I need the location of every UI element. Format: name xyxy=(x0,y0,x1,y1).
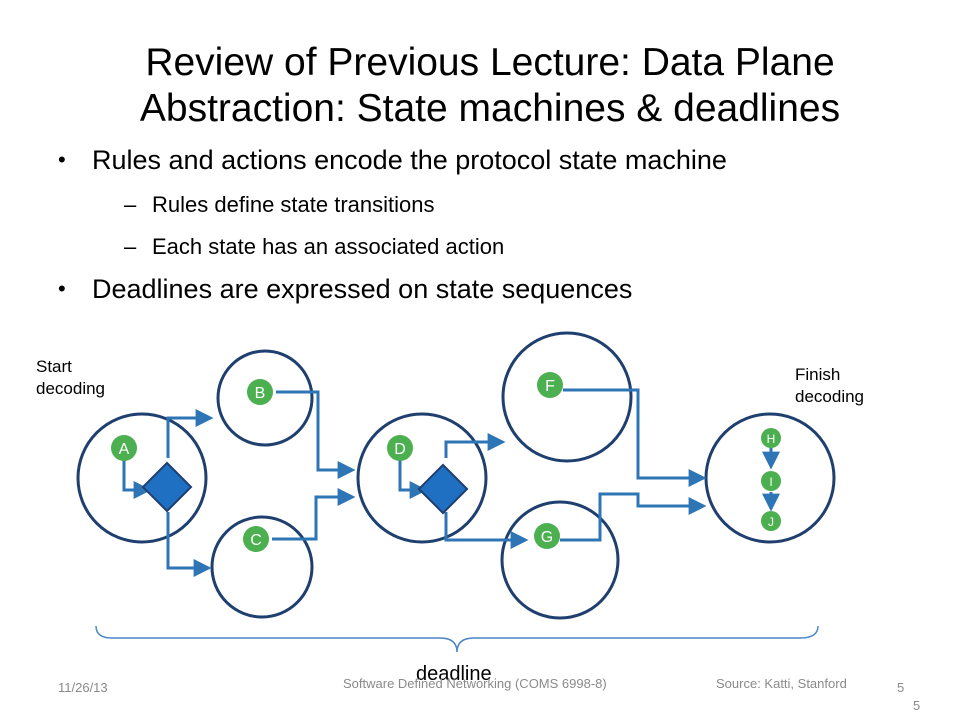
transition-arrow xyxy=(272,488,356,541)
state-node-d: D xyxy=(387,435,413,461)
state-node-j: J xyxy=(761,511,781,531)
svg-text:B: B xyxy=(255,385,266,402)
sub-bullet-text: Rules define state transitions xyxy=(152,192,435,217)
transition-arrow xyxy=(166,409,214,458)
state-group-circle xyxy=(500,500,620,620)
slide-title: Review of Previous Lecture: Data Plane A… xyxy=(40,40,940,132)
finish-label-line: Finish xyxy=(795,365,841,384)
transition-arrow xyxy=(276,390,356,479)
footer-page-number-secondary: 5 xyxy=(913,698,921,713)
svg-text:G: G xyxy=(541,529,553,546)
svg-text:I: I xyxy=(769,475,772,489)
svg-text:D: D xyxy=(394,441,406,458)
state-group-circle xyxy=(216,349,314,447)
footer-date: 11/26/13 xyxy=(58,680,108,695)
svg-text:H: H xyxy=(767,432,776,446)
footer-source: Source: Katti, Stanford xyxy=(716,676,847,691)
state-node-i: I xyxy=(761,471,781,491)
transition-arrow xyxy=(122,460,152,499)
start-label: Start decoding xyxy=(36,356,105,400)
bullet-glyph: • xyxy=(58,276,66,301)
state-node-a: A xyxy=(111,435,137,461)
svg-text:C: C xyxy=(250,532,262,549)
state-node-f: F xyxy=(537,372,563,398)
footer-page-number: 5 xyxy=(897,680,905,695)
bullet-glyph: • xyxy=(58,147,66,172)
state-group-circle xyxy=(356,412,488,544)
dash-glyph: – xyxy=(124,234,137,259)
transition-arrow xyxy=(398,460,428,499)
state-node-c: C xyxy=(243,526,269,552)
title-line-1: Review of Previous Lecture: Data Plane xyxy=(145,41,835,84)
dash-glyph: – xyxy=(124,192,137,217)
svg-text:F: F xyxy=(545,378,555,395)
state-node-b: B xyxy=(247,379,273,405)
svg-text:J: J xyxy=(768,515,774,529)
bullet-text: Deadlines are expressed on state sequenc… xyxy=(92,274,633,304)
svg-text:A: A xyxy=(119,441,130,458)
transition-arrow xyxy=(444,433,506,458)
transition-arrow xyxy=(444,512,529,549)
start-label-line: Start xyxy=(36,357,72,376)
deadline-brace xyxy=(95,625,819,653)
state-node-g: G xyxy=(534,523,560,549)
transition-arrow xyxy=(563,388,707,487)
state-node-h: H xyxy=(761,428,781,448)
sub-bullet-text: Each state has an associated action xyxy=(152,234,505,259)
finish-label: Finish decoding xyxy=(795,364,864,408)
transition-arrow xyxy=(166,512,212,577)
bullet-text: Rules and actions encode the protocol st… xyxy=(92,145,727,175)
start-label-line: decoding xyxy=(36,379,106,398)
decision-diamond xyxy=(141,461,193,513)
footer-course: Software Defined Networking (COMS 6998-8… xyxy=(343,676,607,691)
state-group-circle xyxy=(210,515,314,619)
deadline-label: deadline xyxy=(416,663,492,685)
finish-label-line: decoding xyxy=(795,387,865,406)
title-line-2: Abstraction: State machines & deadlines xyxy=(139,87,841,130)
state-group-circle xyxy=(501,331,633,463)
transition-arrow xyxy=(560,492,707,542)
decision-diamond xyxy=(417,463,469,515)
state-group-circle xyxy=(76,412,208,544)
